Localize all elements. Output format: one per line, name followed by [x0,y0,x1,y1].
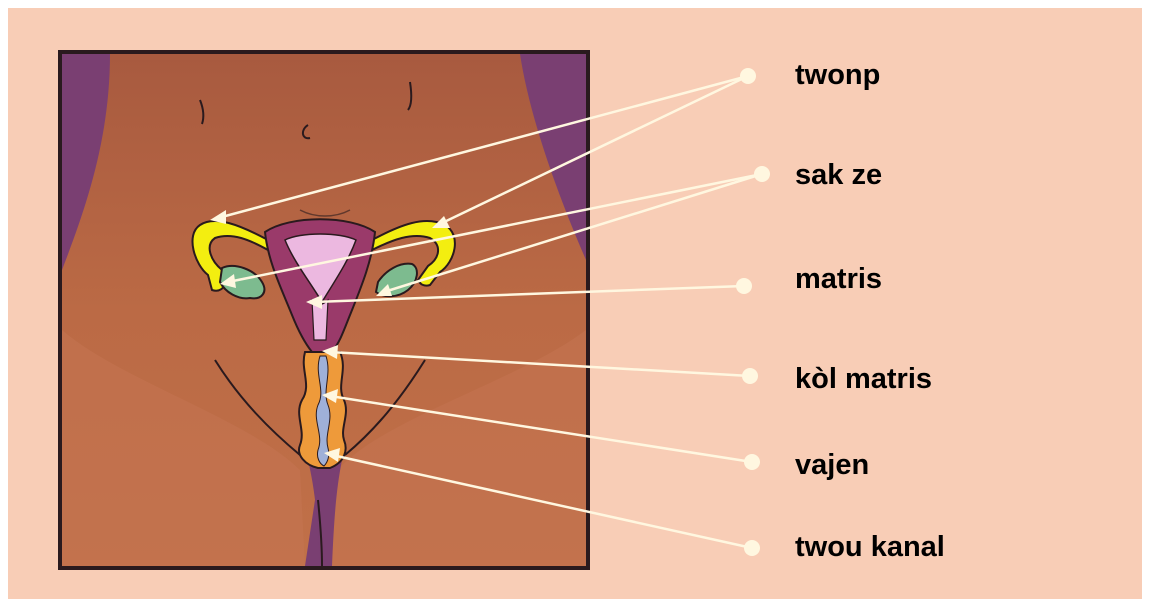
label-cervix: kòl matris [795,362,932,396]
dot-twonp [740,68,756,84]
dot-sakze [754,166,770,182]
dot-twoukanal [744,540,760,556]
dot-matris [736,278,752,294]
label-vaginal-opening: twou kanal [795,530,945,564]
dot-vajen [744,454,760,470]
label-fallopian-tubes: twonp [795,58,880,92]
vaginal-canal [316,356,330,466]
label-vagina: vajen [795,448,869,482]
label-uterus: matris [795,262,882,296]
pointer-dots [736,68,770,556]
dot-kolmatris [742,368,758,384]
label-ovaries: sak ze [795,158,882,192]
